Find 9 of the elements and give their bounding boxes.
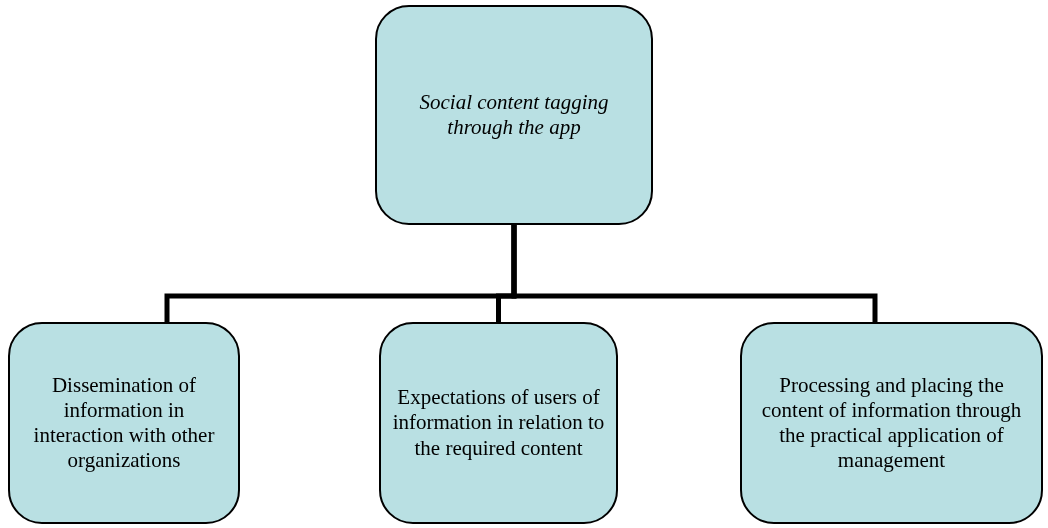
node-text: Social content tagging through the app <box>418 89 610 141</box>
node-text: Dissemination of information in interaction with other organizations <box>32 372 216 474</box>
connector-line <box>511 225 878 322</box>
process-box <box>8 322 240 524</box>
process-box <box>740 322 1043 524</box>
node-text: Processing and placing the content of information through the practical application of management <box>760 372 1023 474</box>
node-text: Expectations of users of information in relation to the required content <box>391 385 606 461</box>
process-box <box>379 322 618 524</box>
root-box <box>375 5 653 225</box>
